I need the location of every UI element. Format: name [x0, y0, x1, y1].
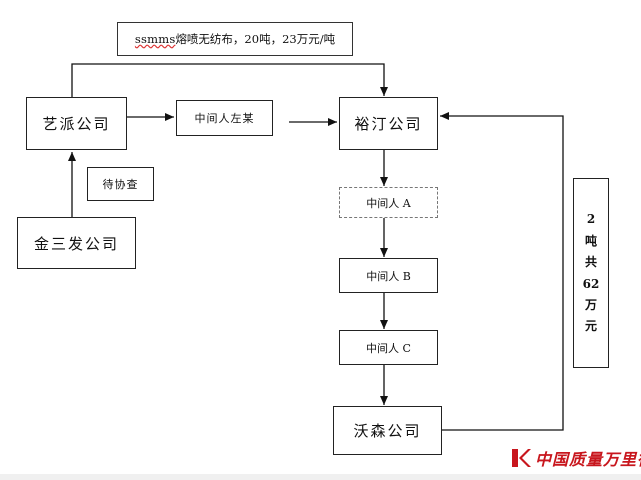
transaction-label-prefix: ssmms	[134, 32, 176, 46]
side-note-line: 万	[584, 297, 597, 312]
node-middleman-a: 中间人 A	[339, 187, 438, 218]
node-yipai-company: 艺派公司	[26, 97, 127, 150]
side-note-line: 2	[586, 212, 596, 227]
node-jinsanfa-company: 金三发公司	[17, 217, 136, 269]
connector-wosen-to-yuting	[440, 112, 564, 431]
watermark-chevron-icon	[512, 449, 531, 467]
transaction-label: ssmms熔喷无纺布，20吨，23万元/吨	[117, 22, 353, 56]
node-pending-investigation: 待协查	[87, 167, 154, 201]
footer-bar	[0, 474, 641, 480]
node-middleman-zuo: 中间人左某	[176, 100, 273, 136]
node-middleman-c: 中间人 C	[339, 330, 438, 365]
side-note-box: 2 吨 共 62 万 元	[573, 178, 609, 368]
connector-yipai-to-yuting	[71, 63, 388, 97]
side-note-line: 62	[582, 276, 600, 291]
watermark-logo: 中国质量万里行	[510, 446, 641, 470]
node-yuting-company: 裕汀公司	[339, 97, 438, 150]
node-middleman-b: 中间人 B	[339, 258, 438, 293]
side-note-line: 共	[584, 255, 597, 270]
side-note-line: 元	[584, 319, 597, 334]
node-wosen-company: 沃森公司	[333, 406, 442, 455]
watermark-text: 中国质量万里行	[535, 450, 641, 469]
transaction-label-text: 熔喷无纺布，20吨，23万元/吨	[175, 32, 336, 46]
side-note-line: 吨	[584, 233, 597, 248]
